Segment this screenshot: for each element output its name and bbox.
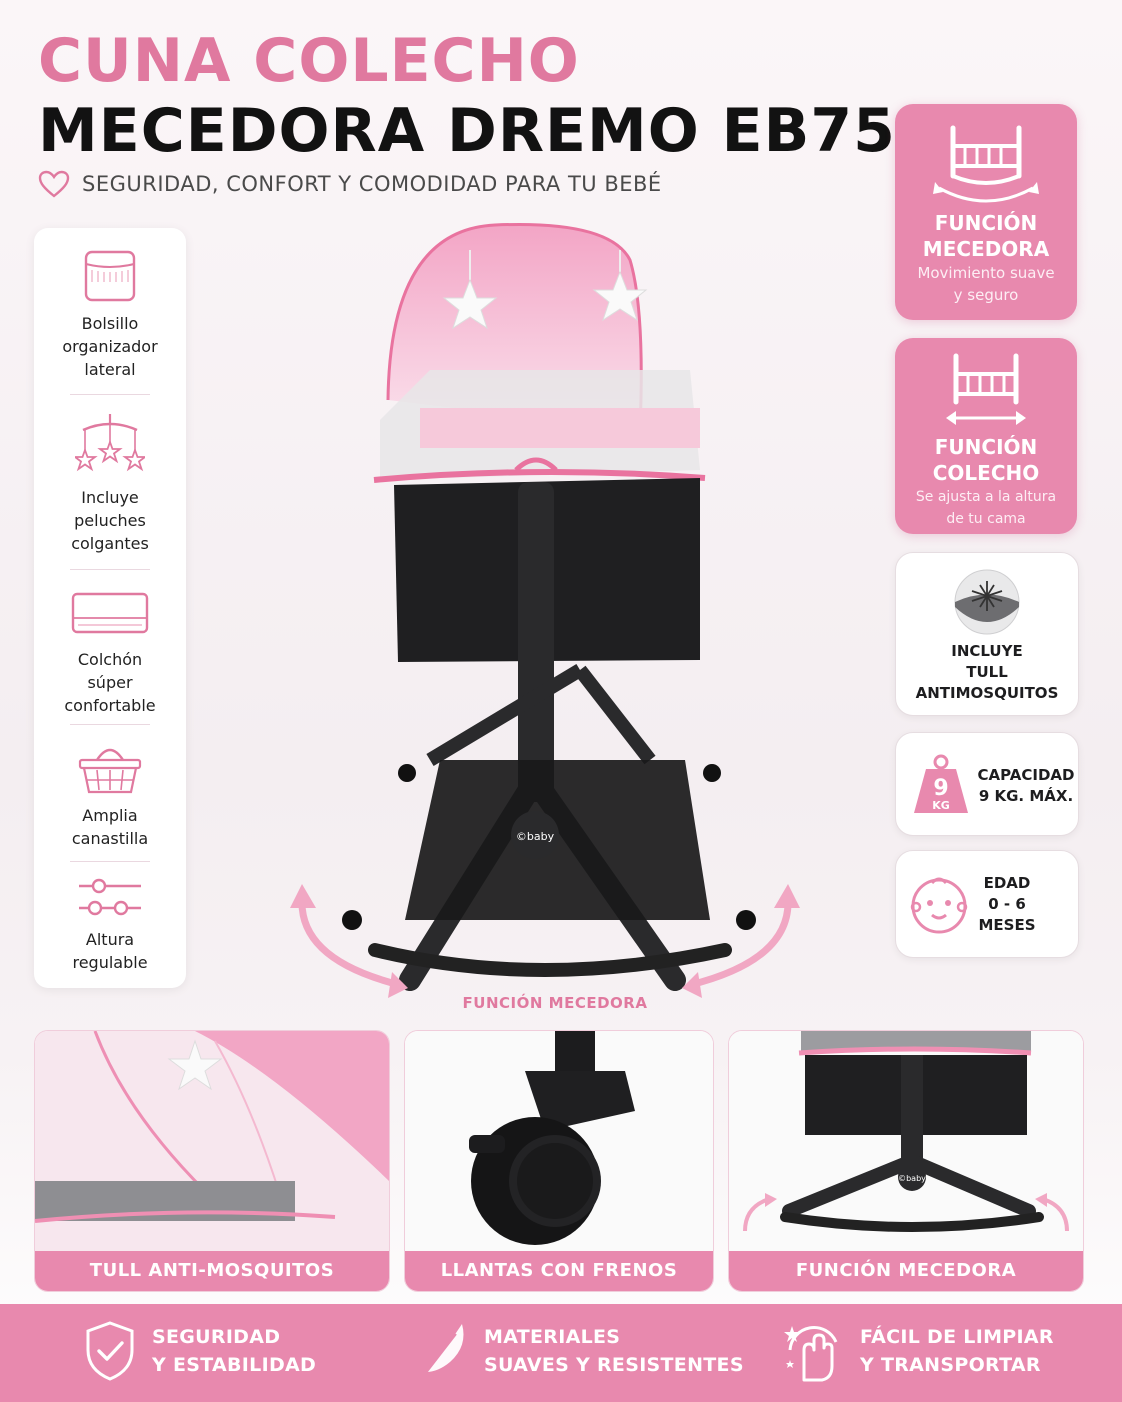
divider bbox=[70, 861, 150, 862]
badge-cosleep: FUNCIÓN COLECHO Se ajusta a la altura de… bbox=[895, 338, 1077, 534]
panel-net-caption: TULL ANTI-MOSQUITOS bbox=[35, 1251, 389, 1291]
badge-net-l1: INCLUYE bbox=[951, 642, 1023, 660]
brand-logo: ©baby bbox=[516, 830, 555, 843]
subtitle: SEGURIDAD, CONFORT Y COMODIDAD PARA TU B… bbox=[38, 170, 662, 198]
badge-cosleep-title2: COLECHO bbox=[932, 461, 1040, 485]
badge-age-l3: MESES bbox=[978, 916, 1036, 934]
footer-materials-l1: MATERIALES bbox=[484, 1326, 621, 1348]
brand-logo: ©baby bbox=[898, 1174, 926, 1183]
badge-age-l2: 0 - 6 bbox=[988, 895, 1026, 913]
badge-rocking-desc1: Movimiento suave bbox=[917, 264, 1055, 282]
badge-capacity-l1: CAPACIDAD bbox=[977, 766, 1075, 784]
rock-function-label: FUNCIÓN MECEDORA bbox=[462, 994, 648, 1012]
divider bbox=[70, 724, 150, 725]
baby-face-icon bbox=[910, 877, 968, 934]
weight-icon-number: 9 bbox=[933, 776, 948, 801]
divider bbox=[70, 569, 150, 570]
badge-cosleep-desc2: de tu cama bbox=[946, 511, 1026, 527]
badge-rocking-desc2: y seguro bbox=[953, 286, 1019, 304]
rocking-crib-icon bbox=[933, 125, 1039, 203]
rocking-photo: ©baby bbox=[729, 1031, 1083, 1251]
badge-capacity-l2: 9 KG. MÁX. bbox=[978, 787, 1074, 805]
feature-pocket: Bolsillo organizador lateral bbox=[34, 248, 186, 381]
feature-basket-l2: canastilla bbox=[71, 829, 149, 848]
footer-safety-l1: SEGURIDAD bbox=[152, 1326, 281, 1348]
feature-pocket-l2: organizador bbox=[62, 337, 158, 356]
mobile-stars-icon bbox=[75, 414, 145, 472]
footer-item-materials: MATERIALES SUAVES Y RESISTENTES bbox=[416, 1320, 744, 1382]
mosquito-net-icon bbox=[954, 569, 1020, 635]
feature-mattress-l2: súper bbox=[87, 673, 133, 692]
star-plush bbox=[442, 278, 498, 330]
feather-icon bbox=[421, 1324, 464, 1379]
badge-net-l2: TULL bbox=[966, 663, 1008, 681]
pocket-icon bbox=[84, 250, 136, 302]
features-column: Bolsillo organizador lateral Incluye pel… bbox=[34, 228, 186, 988]
feature-mattress-l3: confortable bbox=[64, 696, 156, 715]
badge-net: INCLUYE TULL ANTIMOSQUITOS bbox=[895, 552, 1079, 716]
feature-pocket-l1: Bolsillo bbox=[81, 314, 139, 333]
feature-basket-l1: Amplia bbox=[82, 806, 138, 825]
footer-bar bbox=[0, 1304, 1122, 1402]
subtitle-text: SEGURIDAD, CONFORT Y COMODIDAD PARA TU B… bbox=[82, 172, 662, 196]
feature-mobile-l2: peluches bbox=[74, 511, 146, 530]
feature-height: Altura regulable bbox=[34, 876, 186, 974]
title-line-2: MECEDORA DREMO EB759 bbox=[38, 96, 939, 166]
sliders-icon bbox=[79, 878, 141, 916]
feature-mattress-l1: Colchón bbox=[77, 650, 143, 669]
heart-icon bbox=[38, 170, 70, 198]
rock-arrow-right bbox=[686, 896, 792, 989]
footer-item-clean: FÁCIL DE LIMPIAR Y TRANSPORTAR bbox=[782, 1320, 1054, 1382]
footer-item-safety: SEGURIDAD Y ESTABILIDAD bbox=[84, 1320, 316, 1382]
shield-check-icon bbox=[86, 1321, 134, 1381]
cosleep-crib-icon bbox=[946, 353, 1026, 425]
panel-rocking-caption: FUNCIÓN MECEDORA bbox=[729, 1251, 1083, 1291]
feature-mobile-l3: colgantes bbox=[71, 534, 149, 553]
badge-cosleep-desc1: Se ajusta a la altura bbox=[915, 489, 1057, 505]
feature-pocket-l3: lateral bbox=[84, 360, 136, 379]
feature-height-l1: Altura bbox=[85, 930, 135, 949]
net-photo bbox=[35, 1031, 389, 1251]
badge-rocking-title2: MECEDORA bbox=[922, 237, 1050, 261]
product-image: ©baby bbox=[290, 222, 800, 998]
footer-clean-l2: Y TRANSPORTAR bbox=[860, 1354, 1041, 1376]
wheel-photo bbox=[405, 1031, 713, 1251]
divider bbox=[70, 394, 150, 395]
footer-clean-l1: FÁCIL DE LIMPIAR bbox=[860, 1326, 1054, 1348]
basket-icon bbox=[78, 748, 142, 794]
clean-hand-icon bbox=[784, 1325, 838, 1382]
badge-capacity: 9 KG CAPACIDAD 9 KG. MÁX. bbox=[895, 732, 1079, 836]
feature-mobile-l1: Incluye bbox=[81, 488, 139, 507]
mattress-icon bbox=[71, 592, 149, 634]
badge-rocking-title1: FUNCIÓN bbox=[934, 211, 1038, 235]
badge-age: EDAD 0 - 6 MESES bbox=[895, 850, 1079, 958]
panel-rocking: ©baby FUNCIÓN MECEDORA bbox=[728, 1030, 1084, 1292]
badge-age-l1: EDAD bbox=[983, 874, 1031, 892]
badge-net-l3: ANTIMOSQUITOS bbox=[915, 684, 1059, 702]
title-line-1: CUNA COLECHO bbox=[38, 26, 580, 96]
panel-wheels: LLANTAS CON FRENOS bbox=[404, 1030, 714, 1292]
weight-icon: 9 KG bbox=[914, 754, 968, 813]
badge-rocking: FUNCIÓN MECEDORA Movimiento suave y segu… bbox=[895, 104, 1077, 320]
weight-icon-unit: KG bbox=[932, 799, 950, 812]
rock-arrow-left bbox=[298, 896, 404, 989]
feature-mattress: Colchón súper confortable bbox=[34, 588, 186, 717]
panel-net: TULL ANTI-MOSQUITOS bbox=[34, 1030, 390, 1292]
star-plush bbox=[592, 270, 648, 322]
feature-basket: Amplia canastilla bbox=[34, 740, 186, 850]
footer-safety-l2: Y ESTABILIDAD bbox=[152, 1354, 317, 1376]
feature-height-l2: regulable bbox=[72, 953, 148, 972]
star-plush bbox=[167, 1039, 223, 1091]
panel-wheels-caption: LLANTAS CON FRENOS bbox=[405, 1251, 713, 1291]
footer-materials-l2: SUAVES Y RESISTENTES bbox=[484, 1354, 744, 1376]
feature-mobile: Incluye peluches colgantes bbox=[34, 412, 186, 555]
badge-cosleep-title1: FUNCIÓN bbox=[934, 435, 1038, 459]
